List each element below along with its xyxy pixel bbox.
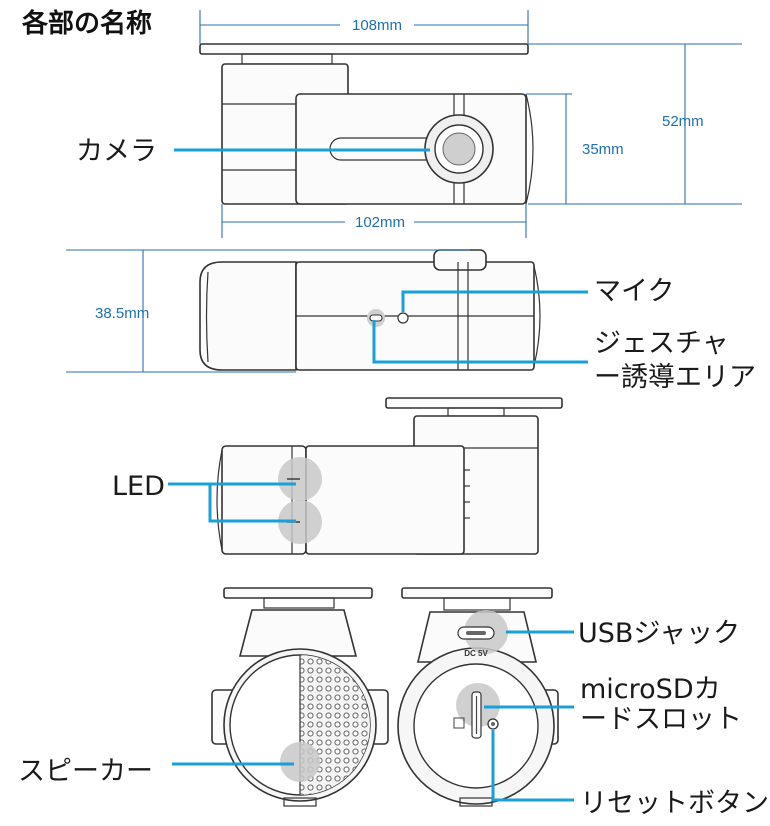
- label-reset: リセットボタン: [580, 788, 769, 819]
- label-microsd-line1: microSDカ: [580, 674, 721, 705]
- leader-gesture: [372, 320, 588, 364]
- label-gesture-line1: ジェスチャ: [594, 328, 729, 359]
- dim-body-height: 35mm: [582, 141, 624, 158]
- label-mic: マイク: [594, 276, 674, 307]
- label-microsd-line2: ードスロット: [580, 704, 742, 735]
- leader-mic: [401, 290, 588, 312]
- dim-side-height: 38.5mm: [95, 305, 149, 322]
- dim-top-width: 108mm: [352, 17, 402, 34]
- dim-body-width: 102mm: [355, 214, 405, 231]
- top-view: [199, 43, 534, 205]
- dim-top-height: 52mm: [662, 113, 704, 130]
- side-view-dimensions: 38.5mm: [66, 249, 470, 373]
- leader-led: [168, 482, 296, 523]
- label-led: LED: [112, 471, 165, 502]
- label-gesture-line2: ー誘導エリア: [594, 362, 756, 393]
- leader-reset: [491, 730, 574, 802]
- dc-input-marking: DC 5V: [464, 649, 488, 658]
- label-usb: USBジャック: [578, 618, 740, 649]
- led-view: [216, 397, 563, 555]
- top-view-dimensions: 108mm 52mm 35mm 102mm: [199, 10, 742, 238]
- port-view: DC 5V: [397, 587, 559, 807]
- speaker-view: [211, 587, 389, 807]
- side-view: [199, 249, 541, 371]
- label-speaker: スピーカー: [18, 756, 153, 787]
- label-camera: カメラ: [76, 136, 157, 167]
- page-title: 各部の名称: [21, 8, 152, 39]
